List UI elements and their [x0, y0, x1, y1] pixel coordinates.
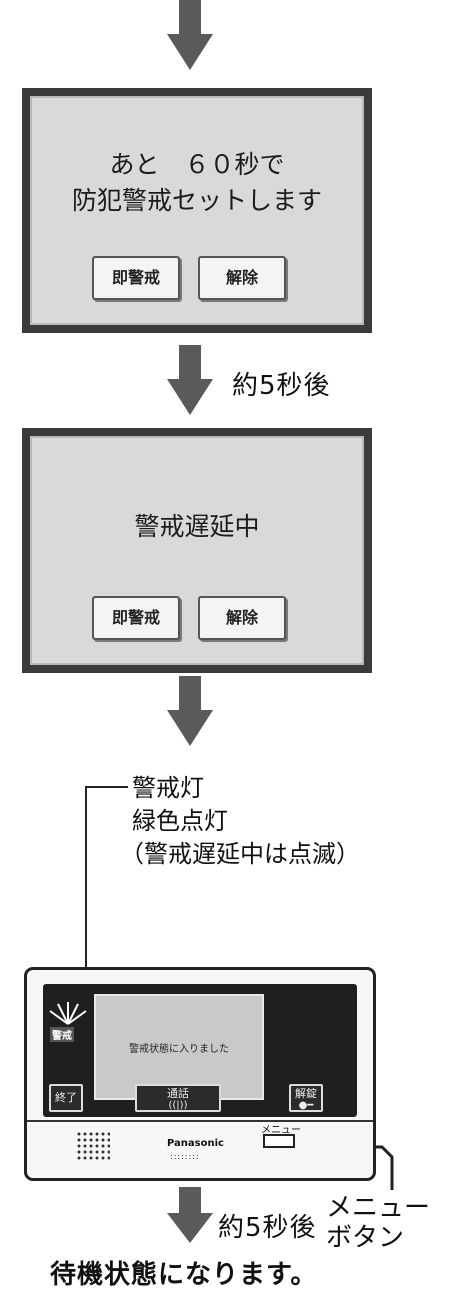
menu-callout-line1: メニュー	[326, 1193, 431, 1223]
after-5-seconds-label: 約5秒後	[232, 371, 331, 401]
unlock-button[interactable]: 解錠 ●━	[289, 1084, 323, 1112]
cancel-button[interactable]: 解除	[198, 256, 286, 300]
key-icon: ●━	[298, 1100, 314, 1111]
talk-wave-icon: ((|))	[168, 1100, 188, 1111]
arm-now-button[interactable]: 即警戒	[92, 256, 180, 300]
talk-button[interactable]: 通話 ((|))	[135, 1084, 221, 1112]
unlock-button-label: 解錠	[295, 1087, 317, 1100]
delay-screen: 警戒遅延中 即警戒 解除	[22, 428, 372, 673]
alarm-lamp-icon	[49, 1002, 87, 1025]
intercom-monitor: 警戒 警戒状態に入りました 終了 通話 ((|)) 解錠 ●━ Panasoni…	[24, 967, 376, 1181]
countdown-line1: あと ６０秒で	[109, 150, 285, 179]
brand-logo: Panasonic	[167, 1138, 224, 1149]
monitor-panel: 警戒 警戒状態に入りました 終了 通話 ((|)) 解錠 ●━	[43, 984, 357, 1117]
end-button-label: 終了	[55, 1091, 77, 1104]
arm-now-button[interactable]: 即警戒	[92, 596, 180, 640]
down-arrow-icon	[167, 1187, 213, 1243]
menu-button-label: メニュー	[261, 1125, 301, 1136]
countdown-line2: 防犯警戒セットします	[71, 186, 322, 215]
delay-message: 警戒遅延中	[134, 512, 260, 541]
talk-button-label: 通話	[167, 1087, 189, 1100]
screen-display: あと ６０秒で 防犯警戒セットします 即警戒 解除	[30, 96, 364, 325]
screen-display: 警戒遅延中 即警戒 解除	[30, 436, 364, 665]
down-arrow-icon	[167, 345, 213, 415]
lcd-status-text: 警戒状態に入りました	[129, 1044, 229, 1055]
microphone-holes: ::::::::	[170, 1152, 200, 1161]
cancel-button[interactable]: 解除	[198, 596, 286, 640]
after-5-seconds-label-2: 約5秒後	[218, 1213, 317, 1243]
monitor-lcd: 警戒状態に入りました	[94, 994, 264, 1100]
lamp-callout-line2: 緑色点灯	[132, 807, 228, 835]
lamp-callout-line3: （警戒遅延中は点滅）	[120, 840, 360, 868]
menu-callout-line2: ボタン	[326, 1223, 405, 1253]
final-standby-text: 待機状態になります。	[50, 1260, 318, 1290]
lamp-callout-line1: 警戒灯	[132, 774, 204, 802]
alarm-lamp-label: 警戒	[50, 1027, 74, 1042]
menu-button[interactable]	[263, 1134, 295, 1148]
end-button[interactable]: 終了	[49, 1084, 83, 1112]
device-base-line	[27, 1120, 373, 1122]
countdown-screen: あと ６０秒で 防犯警戒セットします 即警戒 解除	[22, 88, 372, 333]
down-arrow-icon	[167, 0, 213, 70]
speaker-grille-icon	[77, 1132, 110, 1160]
down-arrow-icon	[167, 676, 213, 746]
